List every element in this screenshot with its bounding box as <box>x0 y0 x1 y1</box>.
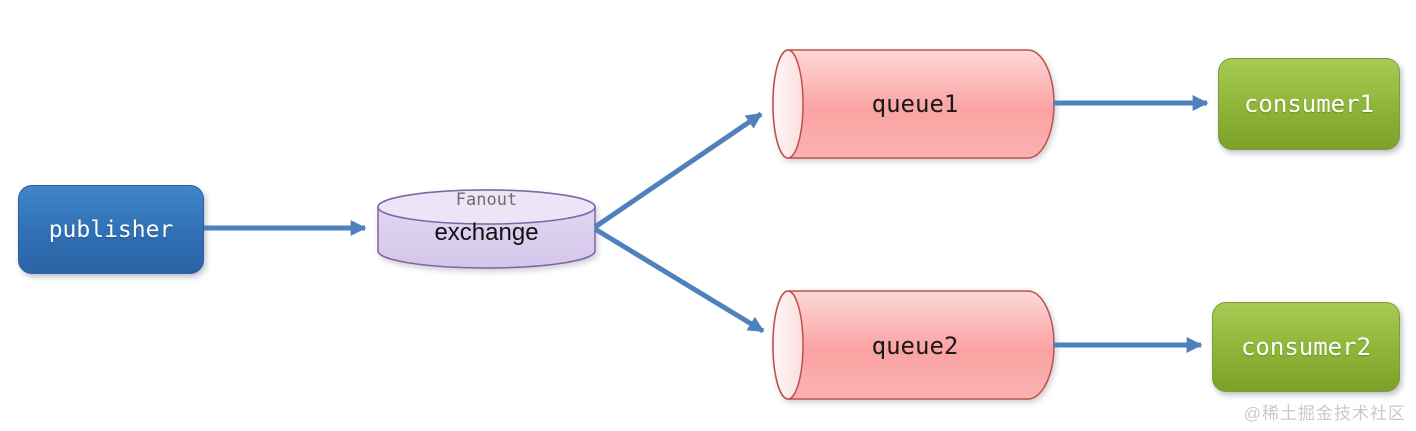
consumer2-node: consumer2 <box>1212 302 1400 392</box>
queue2-cylinder-cap <box>772 290 804 400</box>
queue1-cylinder-body <box>772 49 1055 159</box>
edges-layer <box>203 94 1209 354</box>
exchange-cylinder <box>377 189 596 269</box>
queue2-cylinder-body <box>772 290 1055 400</box>
queue1-cylinder-cap <box>772 49 804 159</box>
edge-exchange-queue2 <box>593 226 765 334</box>
edge-exchange-queue1 <box>593 111 763 230</box>
consumer1-node: consumer1 <box>1218 58 1400 150</box>
publisher-label: publisher <box>48 216 174 243</box>
publisher-node: publisher <box>18 185 204 274</box>
consumer1-label: consumer1 <box>1243 90 1375 118</box>
queue2-cylinder <box>772 290 1055 400</box>
exchange-cylinder-top <box>377 189 596 225</box>
consumer2-label: consumer2 <box>1240 333 1372 361</box>
watermark-text: @稀土掘金技术社区 <box>1243 404 1406 423</box>
queue1-cylinder <box>772 49 1055 159</box>
